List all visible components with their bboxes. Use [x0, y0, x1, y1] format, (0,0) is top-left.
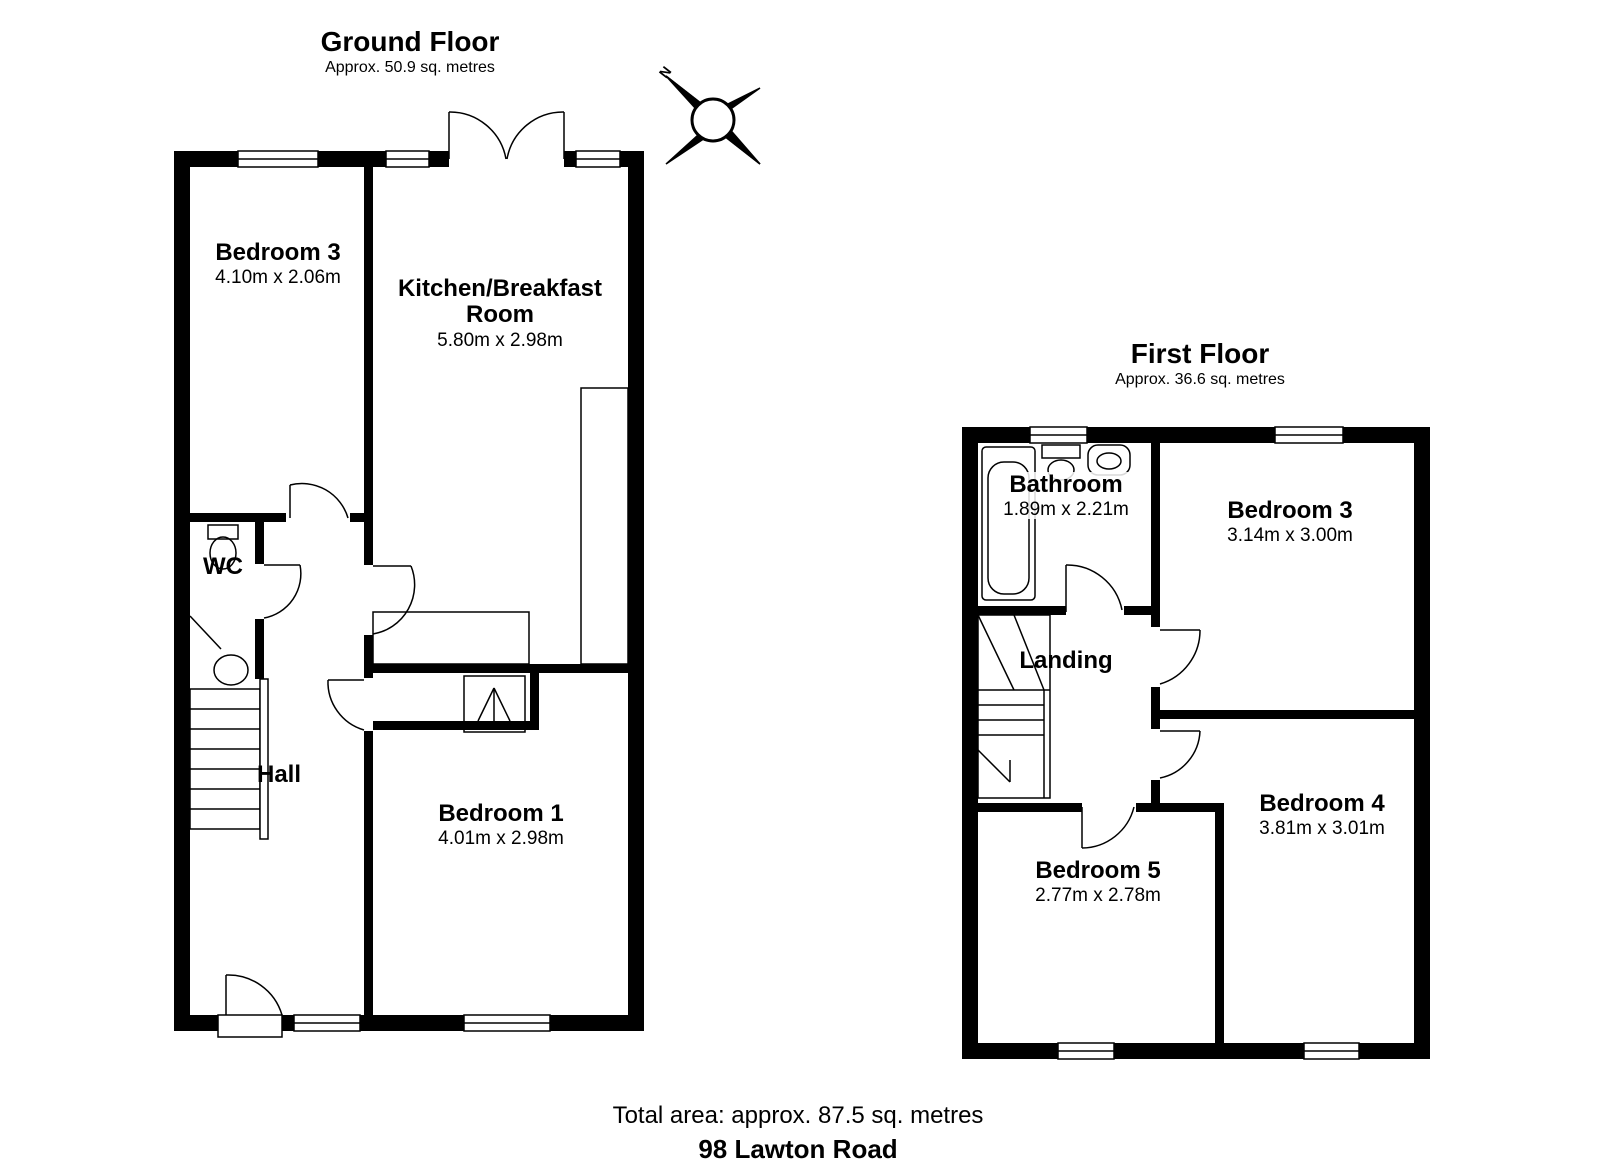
- room-dimensions: 3.81m x 3.01m: [1259, 818, 1385, 840]
- ground-floor-title: Ground Floor: [320, 26, 500, 57]
- room-name: Kitchen/Breakfast Room: [397, 275, 603, 329]
- room-name: Hall: [256, 761, 302, 788]
- ground-windows: [237, 150, 621, 1032]
- room-dimensions: 2.77m x 2.78m: [1035, 885, 1161, 907]
- ground-floor-header: Ground Floor Approx. 50.9 sq. metres: [321, 28, 500, 76]
- first-floor-area: Approx. 36.6 sq. metres: [1115, 371, 1285, 388]
- ground-doors: [217, 111, 565, 1038]
- room-name: Bedroom 5: [1035, 857, 1161, 884]
- room-label-hall: Hall: [256, 761, 302, 788]
- ground-fixtures: [189, 387, 629, 733]
- first-windows: [1029, 426, 1360, 1060]
- first-interior-walls: [978, 443, 1414, 1043]
- room-name: Bathroom: [1009, 471, 1123, 498]
- room-label-bedroom3-first: Bedroom 3 3.14m x 3.00m: [1227, 497, 1353, 547]
- room-label-kitchen: Kitchen/Breakfast Room 5.80m x 2.98m: [380, 275, 620, 351]
- room-dimensions: 1.89m x 2.21m: [1003, 499, 1129, 521]
- room-name: Bedroom 3: [215, 239, 341, 266]
- ground-stairs: [189, 678, 269, 840]
- total-area: Total area: approx. 87.5 sq. metres: [612, 1102, 984, 1129]
- room-label-bathroom: Bathroom 1.89m x 2.21m: [1003, 471, 1129, 521]
- property-address: 98 Lawton Road: [698, 1134, 898, 1164]
- first-fixtures: [981, 444, 1131, 601]
- footer: Total area: approx. 87.5 sq. metres 98 L…: [612, 1102, 984, 1164]
- room-dimensions: 4.10m x 2.06m: [215, 267, 341, 289]
- ground-floor-area: Approx. 50.9 sq. metres: [325, 59, 495, 76]
- ground-floor-plan: [174, 111, 644, 1038]
- room-name: Bedroom 1: [438, 800, 564, 827]
- room-name: Landing: [1019, 647, 1113, 674]
- room-label-bedroom5: Bedroom 5 2.77m x 2.78m: [1035, 857, 1161, 907]
- room-label-bedroom3-ground: Bedroom 3 4.10m x 2.06m: [215, 239, 341, 289]
- room-label-bedroom4: Bedroom 4 3.81m x 3.01m: [1259, 790, 1385, 840]
- room-dimensions: 3.14m x 3.00m: [1227, 525, 1353, 547]
- room-dimensions: 4.01m x 2.98m: [438, 828, 564, 850]
- first-floor-title: First Floor: [1130, 338, 1270, 369]
- room-name: Bedroom 4: [1259, 790, 1385, 817]
- room-label-wc: WC: [203, 553, 243, 580]
- room-name: WC: [203, 553, 243, 580]
- room-label-bedroom1: Bedroom 1 4.01m x 2.98m: [438, 800, 564, 850]
- compass-rose: [665, 75, 761, 165]
- ground-interior-walls: [190, 167, 628, 1015]
- room-label-landing: Landing: [1019, 647, 1113, 674]
- first-floor-header: First Floor Approx. 36.6 sq. metres: [1115, 340, 1285, 388]
- first-doors: [1065, 564, 1201, 849]
- first-outer-walls: [962, 427, 1430, 1059]
- first-stairs: [977, 614, 1051, 799]
- first-floor-plan: [962, 426, 1430, 1060]
- room-name: Bedroom 3: [1227, 497, 1353, 524]
- ground-outer-walls: [174, 151, 644, 1031]
- room-dimensions: 5.80m x 2.98m: [437, 329, 563, 351]
